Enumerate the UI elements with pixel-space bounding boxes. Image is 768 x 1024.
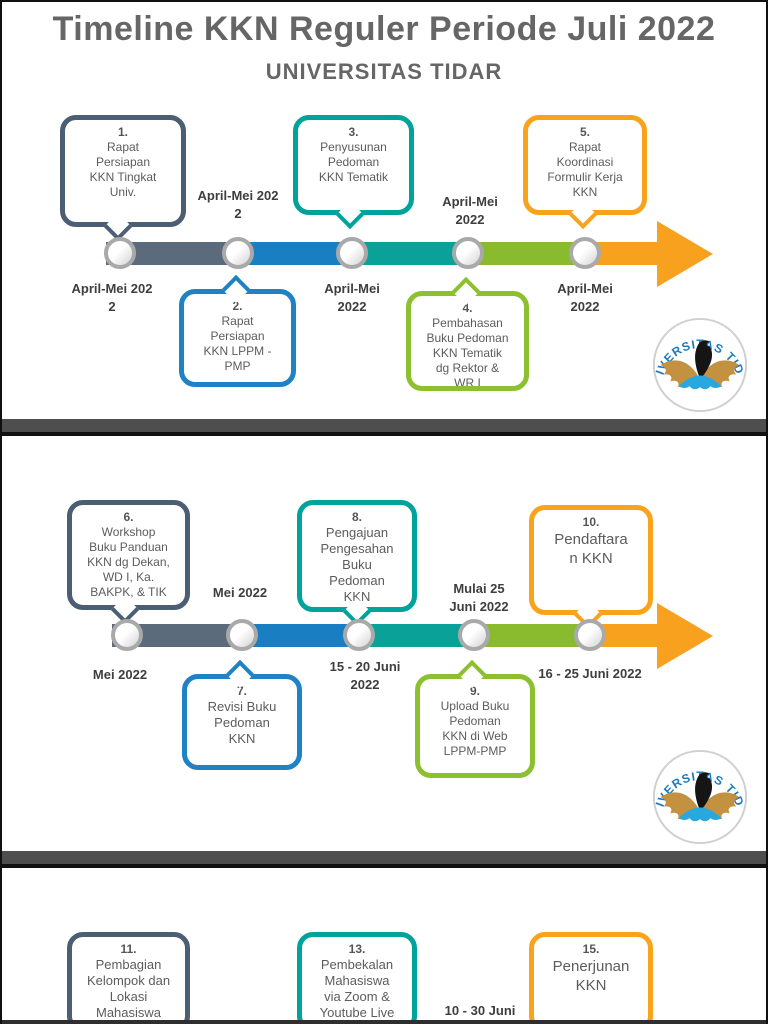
date-label: 16 - 25 Juni 2022 bbox=[538, 666, 642, 681]
callout-number: 13. bbox=[348, 942, 366, 956]
callout-text: Pembahasan Buku Pedoman KKN Tematik dg R… bbox=[426, 316, 509, 390]
date-label: 10 - 30 Juni bbox=[444, 1003, 516, 1018]
callout-9: 9. Upload Buku Pedoman KKN di Web LPPM-P… bbox=[415, 674, 535, 778]
callout-number: 11. bbox=[120, 942, 137, 956]
timeline-node-10 bbox=[574, 619, 606, 651]
timeline-segment-6 bbox=[112, 624, 242, 647]
callout-11: 11. Pembagian Kelompok dan Lokasi Mahasi… bbox=[67, 932, 190, 1024]
timeline-segment-7 bbox=[242, 624, 359, 647]
page-1: Timeline KKN Reguler Periode Juli 2022 U… bbox=[2, 2, 766, 419]
timeline-node-5 bbox=[569, 237, 601, 269]
date-label: April-Mei 2022 bbox=[557, 281, 613, 314]
timeline-node-2 bbox=[222, 237, 254, 269]
date-label: Mei 2022 bbox=[212, 585, 268, 600]
callout-text: Upload Buku Pedoman KKN di Web LPPM-PMP bbox=[440, 699, 510, 758]
timeline-node-3 bbox=[336, 237, 368, 269]
callout-number: 7. bbox=[236, 684, 247, 698]
page-separator bbox=[2, 419, 766, 432]
callout-number: 3. bbox=[348, 125, 359, 139]
callout-number: 4. bbox=[462, 301, 473, 315]
date-label: Mulai 25 Juni 2022 bbox=[449, 581, 509, 614]
date-label: Mei 2022 bbox=[92, 667, 148, 682]
page-title: Timeline KKN Reguler Periode Juli 2022 bbox=[52, 10, 716, 48]
callout-text: Workshop Buku Panduan KKN dg Dekan, WD I… bbox=[87, 525, 170, 599]
callout-number: 1. bbox=[117, 125, 128, 139]
timeline-segment-9 bbox=[474, 624, 590, 647]
timeline-segment-8 bbox=[359, 624, 474, 647]
timeline-segment-5 bbox=[585, 242, 657, 265]
callout-text: Pembekalan Mahasiswa via Zoom & Youtube … bbox=[319, 957, 395, 1020]
timeline-node-4 bbox=[452, 237, 484, 269]
callout-5: 5. Rapat Koordinasi Formulir Kerja KKN bbox=[523, 115, 647, 215]
callout-number: 2. bbox=[232, 299, 243, 313]
callout-number: 6. bbox=[123, 510, 134, 524]
timeline-node-8 bbox=[343, 619, 375, 651]
callout-8: 8. Pengajuan Pengesahan Buku Pedoman KKN bbox=[297, 500, 417, 612]
callout-text: Rapat Koordinasi Formulir Kerja KKN bbox=[547, 140, 623, 199]
callout-10: 10. Pendaftara n KKN bbox=[529, 505, 653, 615]
date-label: April-Mei 202 2 bbox=[71, 281, 153, 314]
callout-text: Rapat Persiapan KKN LPPM - PMP bbox=[203, 314, 272, 373]
callout-2: 2. Rapat Persiapan KKN LPPM - PMP bbox=[179, 289, 296, 387]
callout-13: 13. Pembekalan Mahasiswa via Zoom & Yout… bbox=[297, 932, 417, 1024]
timeline-segment-3 bbox=[352, 242, 468, 265]
callout-text: Revisi Buku Pedoman KKN bbox=[207, 699, 277, 746]
callout-text: Pengajuan Pengesahan Buku Pedoman KKN bbox=[320, 525, 394, 604]
callout-4: 4. Pembahasan Buku Pedoman KKN Tematik d… bbox=[406, 291, 529, 391]
callout-text: Penyusunan Pedoman KKN Tematik bbox=[318, 140, 389, 184]
timeline-segment-2 bbox=[238, 242, 352, 265]
timeline-segment-4 bbox=[468, 242, 585, 265]
callout-1: 1. Rapat Persiapan KKN Tingkat Univ. bbox=[60, 115, 186, 227]
page-separator bbox=[2, 851, 766, 864]
callout-text: Penerjunan KKN bbox=[552, 958, 630, 994]
page-separator-edge bbox=[2, 864, 766, 868]
callout-15: 15. Penerjunan KKN bbox=[529, 932, 653, 1024]
date-label: April-Mei 202 2 bbox=[197, 188, 279, 221]
timeline-arrow-icon bbox=[657, 221, 713, 287]
callout-number: 9. bbox=[469, 684, 480, 698]
callout-text: Pembagian Kelompok dan Lokasi Mahasiswa bbox=[86, 957, 171, 1020]
timeline-node-6 bbox=[111, 619, 143, 651]
timeline-segment-1 bbox=[106, 242, 238, 265]
callout-7: 7. Revisi Buku Pedoman KKN bbox=[182, 674, 302, 770]
callout-number: 15. bbox=[582, 942, 600, 956]
timeline-node-1 bbox=[104, 237, 136, 269]
universitas-tidar-logo: UNIVERSITAS TIDAR bbox=[652, 317, 748, 413]
callout-6: 6. Workshop Buku Panduan KKN dg Dekan, W… bbox=[67, 500, 190, 610]
timeline-segment-10 bbox=[590, 624, 657, 647]
page-separator-edge bbox=[2, 432, 766, 436]
universitas-tidar-logo: UNIVERSITAS TIDAR bbox=[652, 749, 748, 845]
callout-3: 3. Penyusunan Pedoman KKN Tematik bbox=[293, 115, 414, 215]
timeline-arrow-icon bbox=[657, 603, 713, 669]
callout-number: 10. bbox=[582, 515, 600, 529]
date-label: April-Mei 2022 bbox=[442, 194, 498, 227]
callout-number: 5. bbox=[579, 125, 590, 139]
page-subtitle: UNIVERSITAS TIDAR bbox=[265, 59, 503, 84]
callout-number: 8. bbox=[351, 510, 362, 524]
date-label: April-Mei 2022 bbox=[324, 281, 380, 314]
callout-text: Pendaftara n KKN bbox=[554, 531, 628, 567]
timeline-node-9 bbox=[458, 619, 490, 651]
page-separator bbox=[2, 1020, 766, 1024]
callout-text: Rapat Persiapan KKN Tingkat Univ. bbox=[89, 140, 157, 199]
date-label: 15 - 20 Juni 2022 bbox=[329, 659, 401, 692]
timeline-node-7 bbox=[226, 619, 258, 651]
